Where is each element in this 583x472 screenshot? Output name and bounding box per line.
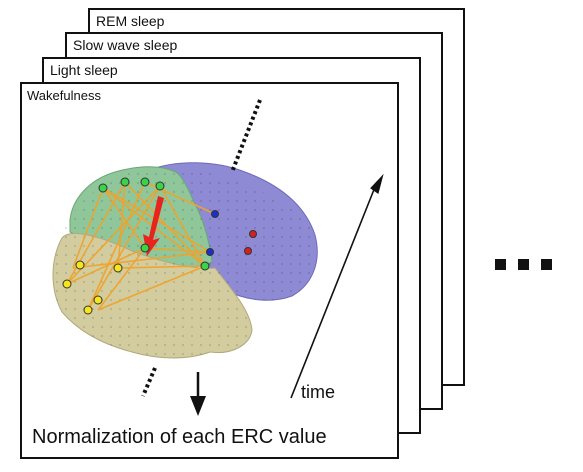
normalization-caption: Normalization of each ERC value <box>32 426 327 448</box>
down-arrow-icon <box>190 372 206 416</box>
strong-connection-arrow <box>143 196 164 256</box>
time-arrow-icon <box>290 173 384 399</box>
ellipsis-icon <box>495 259 552 270</box>
panel-title-wakefulness: Wakefulness <box>27 88 101 103</box>
panel-title-rem: REM sleep <box>96 13 165 29</box>
dotted-axis-lower <box>141 367 157 397</box>
electrode-nodes <box>62 177 257 315</box>
ellipsis-dot <box>518 259 529 270</box>
ellipsis-dot <box>541 259 552 270</box>
dotted-axis-upper <box>230 99 262 173</box>
time-label: time <box>301 382 336 402</box>
panel-title-sws: Slow wave sleep <box>73 37 178 53</box>
ellipsis-dot <box>495 259 506 270</box>
panel-title-light: Light sleep <box>50 62 118 78</box>
